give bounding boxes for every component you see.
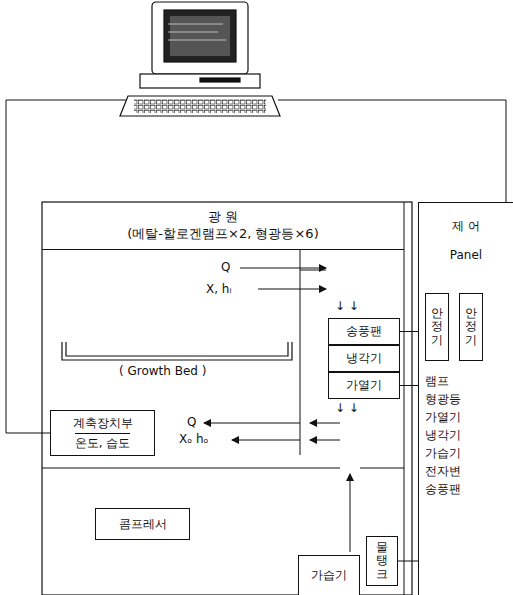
- airflow-arrow: [204, 423, 300, 424]
- node-text: 가열기: [346, 378, 382, 393]
- switch-label: 가습기: [424, 446, 462, 461]
- label-text: ↓ ↓: [334, 401, 360, 416]
- node-text: Panel: [450, 248, 482, 263]
- growth-bed: [62, 342, 292, 360]
- node-text: 물탱크: [376, 541, 388, 581]
- component-box: 콤프레서: [95, 508, 190, 540]
- node-text: 제 어: [452, 219, 480, 234]
- component-box: 송풍팬: [328, 318, 400, 345]
- flow-label: X, hᵢ: [205, 282, 233, 297]
- duct-wall: [360, 468, 404, 469]
- airflow-arrow: [350, 474, 351, 552]
- light-source-band: 광 원(메탈-할로겐램프×2, 형광등×6): [42, 202, 404, 250]
- label-text: 램프: [424, 374, 450, 389]
- node-text: 안정기: [431, 307, 443, 347]
- label-text: 가습기: [424, 446, 462, 461]
- flow-arrows: ↓ ↓: [334, 401, 360, 416]
- node-text: 온도, 습도: [75, 433, 131, 451]
- label-text: Xₒ hₒ: [178, 432, 210, 447]
- label-text: 송풍팬: [424, 482, 462, 497]
- switch-label: 전자변: [424, 464, 462, 479]
- label-text: 가열기: [424, 410, 462, 425]
- node-text: 콤프레서: [119, 517, 167, 532]
- label-text: 전자변: [424, 464, 462, 479]
- airflow-arrow: [310, 440, 340, 441]
- component-box: 가열기: [328, 372, 400, 399]
- bed-label: ( Growth Bed ): [118, 364, 207, 379]
- node-text: 안정기: [465, 307, 477, 347]
- switch-label: 송풍팬: [424, 482, 462, 497]
- component-box: 안정기: [425, 293, 449, 361]
- node-text: 송풍팬: [346, 324, 382, 339]
- node-text: 계축장치부: [73, 416, 133, 431]
- computer: [120, 2, 280, 116]
- switch-label: 냉각기: [424, 428, 462, 443]
- airflow-arrow: [310, 423, 340, 424]
- component-box: 냉각기: [328, 345, 400, 372]
- label-text: ( Growth Bed ): [118, 364, 207, 379]
- airflow-arrow: [240, 268, 326, 269]
- control-wire: [398, 561, 418, 562]
- label-text: Q: [220, 260, 231, 275]
- flow-label: Q: [186, 415, 197, 430]
- component-box: 가습기: [298, 555, 360, 595]
- floor-line: [42, 468, 340, 469]
- node-text: 가습기: [311, 568, 347, 583]
- duct-wall: [404, 202, 405, 595]
- duct-wall: [300, 250, 301, 455]
- node-text: 광 원: [208, 209, 238, 225]
- flow-label: Q: [220, 260, 231, 275]
- label-text: ↓ ↓: [334, 299, 360, 314]
- signal-wire: [278, 100, 506, 202]
- component-box: 안정기: [459, 293, 483, 361]
- node-text: 냉각기: [346, 351, 382, 366]
- switch-label: 램프: [424, 374, 450, 389]
- label-text: 냉각기: [424, 428, 462, 443]
- control-wire: [400, 331, 418, 332]
- signal-wire: [6, 100, 126, 433]
- airflow-arrow: [232, 440, 300, 441]
- label-text: X, hᵢ: [205, 282, 233, 297]
- switch-label: 형광등: [424, 392, 462, 407]
- label-text: 형광등: [424, 392, 462, 407]
- airflow-arrow: [258, 289, 326, 290]
- switch-label: 가열기: [424, 410, 462, 425]
- control-wire: [400, 385, 418, 386]
- component-box: 물탱크: [366, 536, 398, 586]
- duct-wall: [300, 270, 326, 271]
- flow-arrows: ↓ ↓: [334, 299, 360, 314]
- node-text: (메탈-할로겐램프×2, 형광등×6): [127, 226, 318, 242]
- chamber-housing: [42, 202, 412, 595]
- flow-label: Xₒ hₒ: [178, 432, 210, 447]
- label-text: Q: [186, 415, 197, 430]
- component-box: 계축장치부온도, 습도: [50, 410, 155, 456]
